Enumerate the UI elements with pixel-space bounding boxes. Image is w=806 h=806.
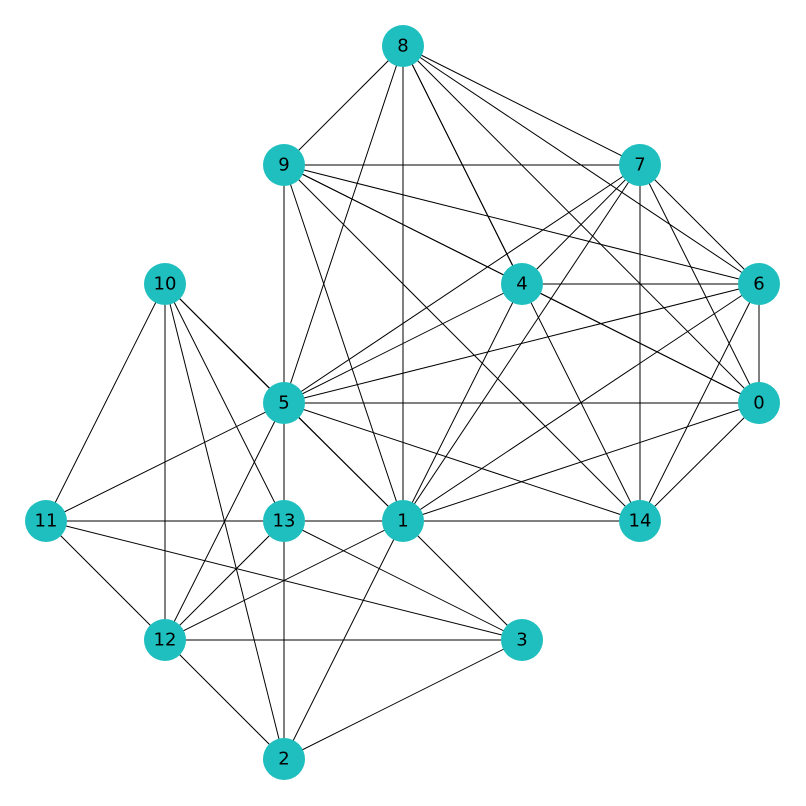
edge-6-5 <box>283 283 760 404</box>
node-3: 3 <box>501 619 543 661</box>
node-circle <box>25 500 67 542</box>
edge-10-13 <box>164 283 285 522</box>
node-circle <box>263 500 305 542</box>
edge-3-2 <box>283 639 523 760</box>
node-label: 10 <box>154 274 177 295</box>
node-0: 0 <box>738 382 780 424</box>
node-8: 8 <box>382 25 424 67</box>
node-label: 14 <box>629 511 652 532</box>
node-circle <box>263 144 305 186</box>
node-label: 1 <box>397 511 408 532</box>
node-label: 13 <box>273 511 296 532</box>
edge-0-1 <box>402 402 760 522</box>
node-9: 9 <box>263 144 305 186</box>
node-13: 13 <box>263 500 305 542</box>
node-circle <box>382 25 424 67</box>
node-10: 10 <box>144 263 186 305</box>
edge-4-5 <box>283 283 523 404</box>
edge-4-0 <box>521 283 760 404</box>
node-circle <box>263 382 305 424</box>
node-label: 11 <box>35 511 58 532</box>
node-label: 6 <box>753 274 764 295</box>
node-label: 2 <box>278 749 289 770</box>
node-label: 8 <box>397 36 408 57</box>
node-6: 6 <box>738 263 780 305</box>
node-label: 7 <box>634 155 645 176</box>
edge-9-1 <box>283 164 404 522</box>
node-label: 12 <box>154 630 177 651</box>
edge-9-6 <box>283 164 760 285</box>
edge-7-6 <box>639 164 760 285</box>
edge-8-9 <box>283 45 404 166</box>
node-5: 5 <box>263 382 305 424</box>
node-label: 3 <box>516 630 527 651</box>
edge-5-11 <box>45 402 285 522</box>
edge-5-1 <box>283 402 404 522</box>
node-circle <box>501 619 543 661</box>
node-11: 11 <box>25 500 67 542</box>
node-label: 5 <box>278 393 289 414</box>
edge-13-12 <box>164 520 285 641</box>
edge-5-14 <box>283 402 641 522</box>
node-circle <box>619 500 661 542</box>
node-circle <box>738 382 780 424</box>
node-circle <box>144 619 186 661</box>
edge-7-4 <box>521 164 641 285</box>
node-circle <box>738 263 780 305</box>
node-14: 14 <box>619 500 661 542</box>
node-circle <box>501 263 543 305</box>
node-2: 2 <box>263 738 305 780</box>
edge-8-7 <box>402 45 641 166</box>
edge-11-12 <box>45 520 166 641</box>
edge-13-3 <box>283 520 523 641</box>
node-12: 12 <box>144 619 186 661</box>
node-label: 9 <box>278 155 289 176</box>
node-circle <box>144 263 186 305</box>
node-circle <box>382 500 424 542</box>
node-label: 0 <box>753 393 764 414</box>
edge-12-2 <box>164 639 285 760</box>
node-1: 1 <box>382 500 424 542</box>
edge-7-5 <box>283 164 641 404</box>
edge-1-12 <box>164 520 404 641</box>
node-4: 4 <box>501 263 543 305</box>
node-circle <box>263 738 305 780</box>
node-label: 4 <box>516 274 527 295</box>
node-7: 7 <box>619 144 661 186</box>
edge-10-11 <box>45 283 166 522</box>
node-circle <box>619 144 661 186</box>
edge-0-14 <box>639 402 760 522</box>
edge-1-3 <box>402 520 523 641</box>
